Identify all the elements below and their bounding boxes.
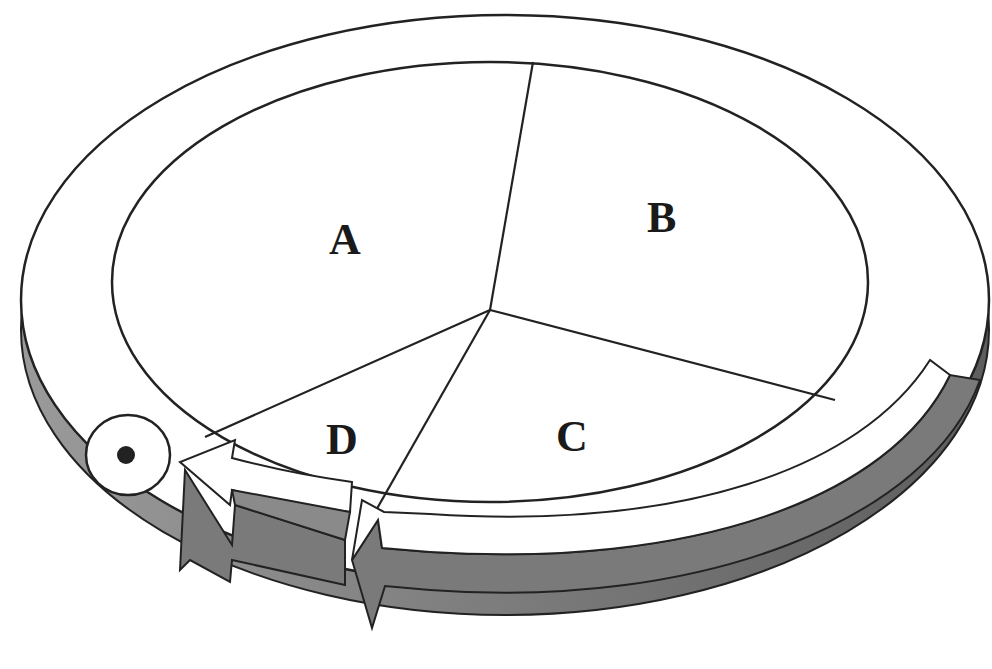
- sector-label: B: [647, 196, 676, 240]
- sector-label: D: [326, 418, 358, 462]
- sector-label: C: [556, 415, 588, 459]
- sector-label: A: [329, 218, 361, 262]
